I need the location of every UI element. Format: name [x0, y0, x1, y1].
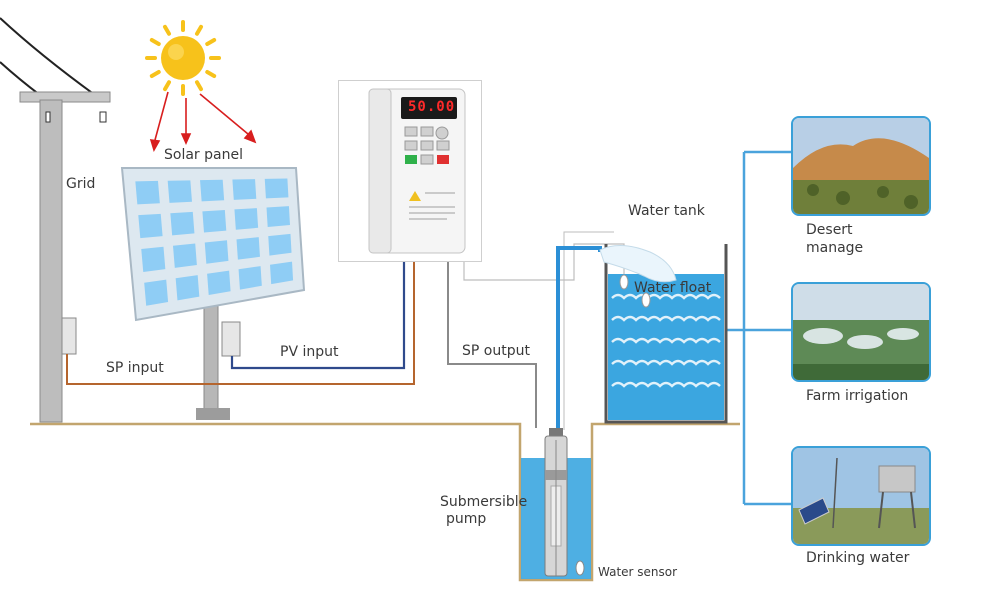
solar-panel-icon: [120, 167, 306, 420]
solar-cell: [175, 275, 200, 301]
pv-input-label: PV input: [280, 344, 339, 360]
water-wave: [611, 293, 721, 300]
solar-cell: [135, 180, 160, 205]
solar-cell: [238, 266, 262, 290]
sun-arrows: [149, 91, 257, 153]
grid-label: Grid: [66, 176, 96, 192]
solar-cell: [270, 261, 294, 285]
overhead-wire: [0, 61, 41, 96]
sun-ray: [163, 80, 171, 92]
solar-cell: [232, 179, 257, 200]
solar-cell: [170, 211, 195, 236]
sun-ray: [195, 24, 203, 36]
submersible-pump-label-line2: pump: [446, 511, 487, 527]
drinking-water-label: Drinking water: [806, 550, 910, 566]
pump-inverter-icon: 50.00: [338, 80, 482, 262]
sp-input-label: SP input: [106, 360, 164, 376]
solar-cell: [268, 233, 292, 256]
sun-ray: [149, 70, 161, 78]
water-tank-label: Water tank: [628, 203, 705, 219]
solar-cell: [207, 270, 231, 295]
submersible-pump-icon: [544, 428, 568, 577]
sp-output-wire: [447, 258, 537, 428]
desert-photo: [791, 116, 931, 216]
sun-ray: [195, 80, 203, 92]
sp-input-wire: [66, 258, 415, 385]
solar-cell: [264, 178, 289, 199]
solar-cell: [202, 210, 227, 233]
sensor-wire: [563, 231, 614, 430]
pv-input-wire: [230, 258, 406, 370]
water-sensor-icon: [575, 560, 585, 576]
solar-cell: [234, 208, 259, 230]
ground-line: [30, 422, 740, 582]
solar-cell: [200, 179, 225, 202]
solar-panel-label: Solar panel: [164, 147, 243, 163]
water-wave: [611, 315, 721, 322]
solar-cell: [204, 240, 229, 264]
water-float-label: Water float: [634, 280, 712, 296]
water-wave: [611, 337, 721, 344]
solar-cell: [138, 213, 163, 239]
solar-cell: [266, 206, 290, 227]
solar-cell: [172, 243, 197, 268]
water-wave: [611, 381, 721, 388]
solar-cell: [141, 246, 166, 272]
drinking-water-photo: [791, 446, 931, 546]
farm-irrigation-label: Farm irrigation: [806, 388, 909, 404]
farm-irrigation-photo: [791, 282, 931, 382]
water-sensor-label: Water sensor: [598, 565, 678, 579]
inverter-body: [368, 88, 466, 254]
sp-output-label: SP output: [462, 343, 530, 359]
distribution-pipe: [726, 150, 792, 506]
sun-ray: [205, 38, 217, 46]
overhead-wire: [0, 17, 96, 96]
solar-cell: [236, 237, 260, 260]
utility-pole-icon: [19, 91, 111, 423]
sun-ray: [205, 70, 217, 78]
solar-cell: [167, 180, 192, 203]
sun-ray: [149, 38, 161, 46]
water-wave: [611, 359, 721, 366]
desert-label-line2: manage: [806, 240, 864, 256]
desert-label-line1: Desert: [806, 222, 853, 238]
inverter-display: 50.00: [408, 99, 456, 115]
sun-icon: [145, 20, 221, 96]
water-tank-icon: [599, 244, 728, 424]
float-switch-icon: [619, 274, 651, 308]
submersible-pump-label-line1: Submersible: [440, 494, 528, 510]
solar-cell: [144, 279, 169, 306]
sun-ray: [163, 24, 171, 36]
